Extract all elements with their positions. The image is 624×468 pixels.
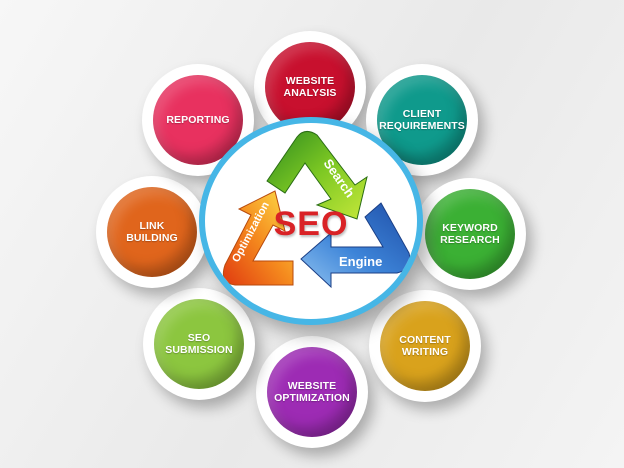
engine-arrow xyxy=(300,202,411,289)
node-label-reporting: REPORTING xyxy=(166,114,230,126)
node-seo-submission: SEO SUBMISSION xyxy=(143,288,255,400)
optimization-arrow xyxy=(222,190,294,286)
node-label-keyword-research: KEYWORD RESEARCH xyxy=(440,222,500,246)
node-disc: WEBSITE OPTIMIZATION xyxy=(267,347,357,437)
node-keyword-research: KEYWORD RESEARCH xyxy=(414,178,526,290)
seo-title: SEO xyxy=(273,205,349,243)
node-website-analysis: WEBSITE ANALYSIS xyxy=(254,31,366,143)
node-label-website-optimization: WEBSITE OPTIMIZATION xyxy=(274,380,350,404)
node-website-optimization: WEBSITE OPTIMIZATION xyxy=(256,336,368,448)
node-label-client-requirements: CLIENT REQUIREMENTS xyxy=(379,108,465,132)
node-disc: CONTENT WRITING xyxy=(380,301,470,391)
node-disc: LINK BUILDING xyxy=(107,187,197,277)
engine-arrow-label: Engine xyxy=(339,254,382,269)
recycle-arrows-graphic: Search Engine Optimization xyxy=(222,131,411,289)
node-content-writing: CONTENT WRITING xyxy=(369,290,481,402)
center-seo-hub: Search Engine Optimization SEO xyxy=(199,117,423,325)
node-disc: WEBSITE ANALYSIS xyxy=(265,42,355,132)
node-link-building: LINK BUILDING xyxy=(96,176,208,288)
node-disc: CLIENT REQUIREMENTS xyxy=(377,75,467,165)
node-label-content-writing: CONTENT WRITING xyxy=(399,334,451,358)
search-arrow xyxy=(266,131,368,220)
node-disc: KEYWORD RESEARCH xyxy=(425,189,515,279)
node-label-seo-submission: SEO SUBMISSION xyxy=(165,332,233,356)
node-label-link-building: LINK BUILDING xyxy=(126,220,178,244)
node-label-website-analysis: WEBSITE ANALYSIS xyxy=(283,75,337,99)
node-disc: SEO SUBMISSION xyxy=(154,299,244,389)
